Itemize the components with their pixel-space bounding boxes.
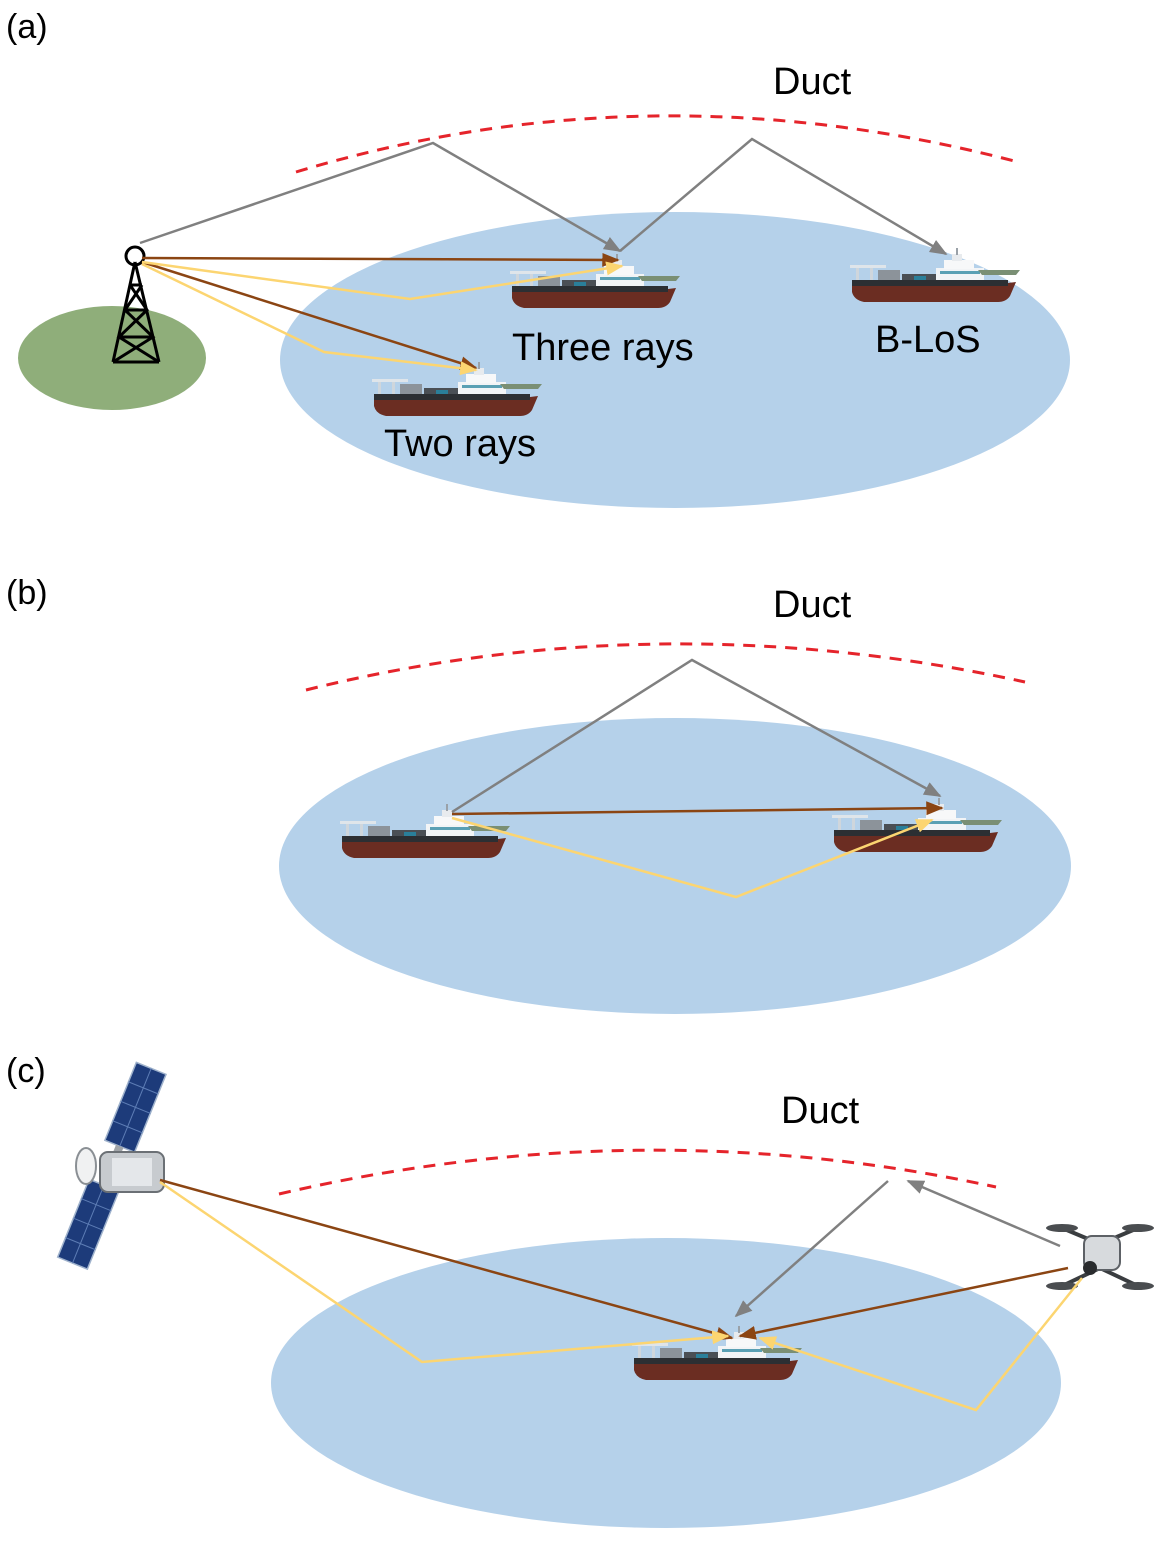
direct-ray	[141, 252, 620, 267]
direct-ray	[738, 1266, 1069, 1340]
direct-ray	[451, 801, 944, 816]
panel-b: (b) Duct	[6, 574, 1071, 1014]
duct-ray	[734, 1180, 889, 1318]
tower-icon	[111, 245, 161, 364]
sea-b	[279, 718, 1071, 1014]
reflected-ray	[159, 1180, 730, 1364]
rays-c	[159, 1178, 1083, 1412]
reflected-ray	[141, 260, 624, 301]
duct-label: Duct	[781, 1090, 860, 1132]
duct-ray	[139, 141, 622, 253]
reflected-ray	[758, 1277, 1083, 1412]
panel-tag: (a)	[6, 8, 48, 46]
duct-boundary-c	[278, 1148, 997, 1196]
direct-ray	[159, 1178, 734, 1341]
two-rays-label: Two rays	[384, 423, 536, 465]
drone-icon	[1046, 1224, 1154, 1290]
rays-a	[139, 137, 948, 376]
reflected-ray	[451, 816, 934, 899]
duct-boundary-a	[295, 114, 1019, 174]
direct-ray	[141, 260, 478, 370]
panel-c: (c) Duct	[6, 1052, 1154, 1528]
land-a	[18, 306, 206, 410]
duct-boundary-b	[305, 642, 1026, 692]
blos-label: B-LoS	[875, 319, 981, 361]
duct-label: Duct	[773, 584, 852, 626]
panel-tag: (c)	[6, 1052, 46, 1090]
rays-b	[451, 658, 944, 899]
duct-ray	[451, 658, 942, 814]
sea-c	[271, 1238, 1061, 1528]
duct-ray	[906, 1179, 1061, 1248]
satellite-icon	[56, 1061, 167, 1271]
duct-label: Duct	[773, 61, 852, 103]
panel-a: (a) Duct Three rays B-LoS Two rays	[6, 8, 1070, 508]
duct-ray	[619, 137, 948, 256]
reflected-ray	[141, 262, 478, 376]
panel-tag: (b)	[6, 574, 48, 612]
three-rays-label: Three rays	[512, 327, 694, 369]
